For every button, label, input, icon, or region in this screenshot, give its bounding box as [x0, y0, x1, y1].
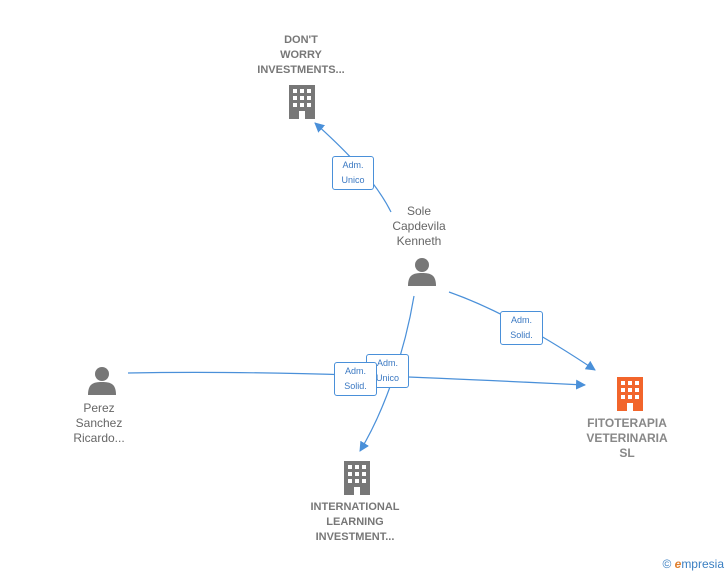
brand-footer[interactable]: © empresia: [662, 557, 724, 571]
copyright-icon: ©: [662, 557, 672, 571]
building-icon-main[interactable]: [617, 377, 643, 411]
node-label-dont-worry[interactable]: DON'T WORRY INVESTMENTS...: [257, 34, 345, 76]
node-label-international-learning[interactable]: INTERNATIONAL LEARNING INVESTMENT...: [310, 501, 400, 543]
node-label-fitoterapia[interactable]: FITOTERAPIA VETERINARIA SL: [586, 416, 668, 460]
person-icon[interactable]: [408, 258, 436, 286]
node-label-perez-sanchez[interactable]: Perez Sanchez Ricardo...: [73, 401, 125, 445]
node-label-sole-capdevila[interactable]: Sole Capdevila Kenneth: [392, 204, 446, 248]
person-icon[interactable]: [88, 367, 116, 395]
brand-name: mpresia: [681, 557, 724, 571]
brand-e: e: [674, 557, 682, 571]
building-icon[interactable]: [344, 461, 370, 495]
building-icon[interactable]: [289, 85, 315, 119]
edge-label-sole-to-fitoterapia: Adm. Solid.: [500, 311, 543, 345]
edge-label-sole-to-dont-worry: Adm. Unico: [332, 156, 374, 190]
edge-label-perez-to-fitoterapia: Adm. Solid.: [334, 362, 377, 396]
